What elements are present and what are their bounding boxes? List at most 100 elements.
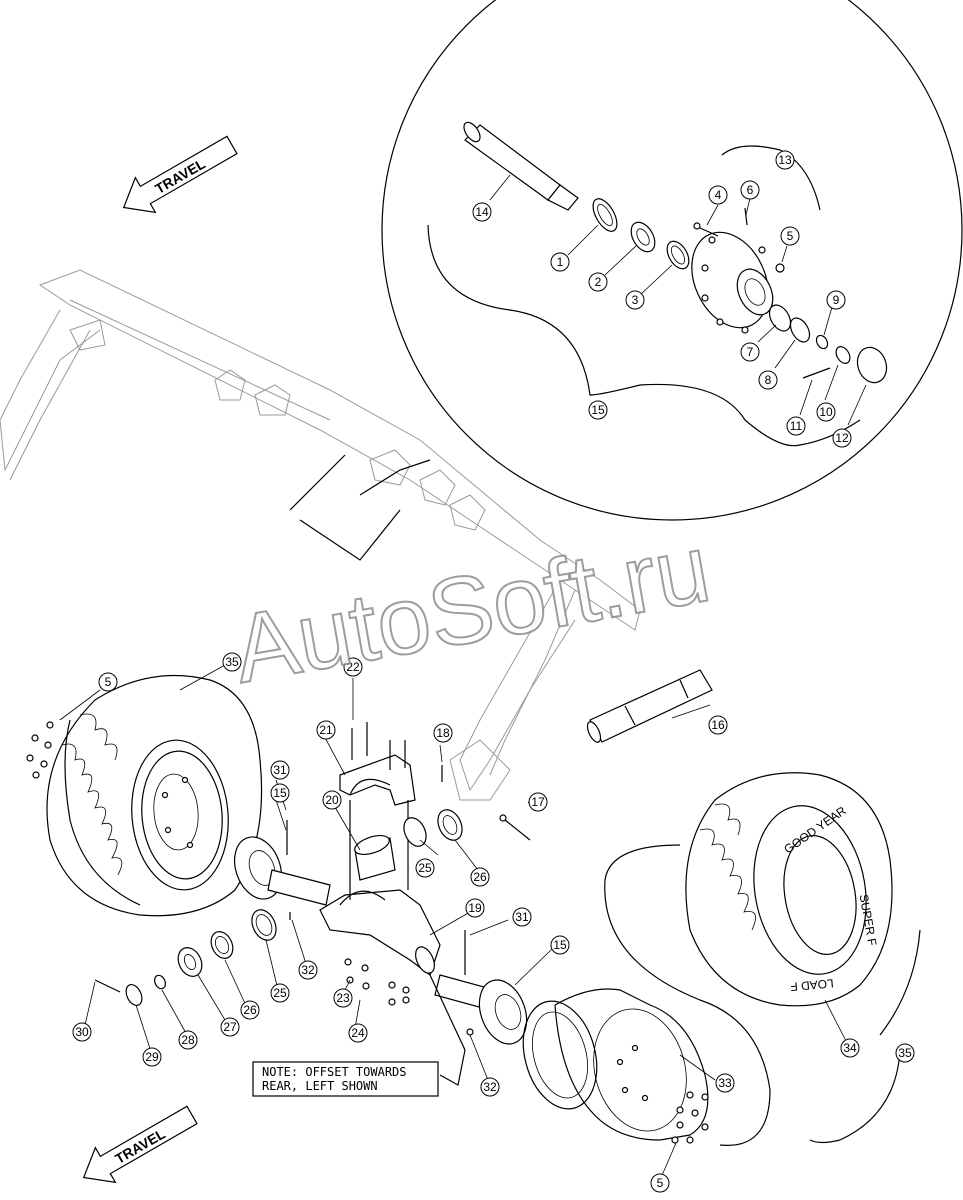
callout-bubble xyxy=(348,1023,368,1043)
watermark: AutoSoft.ru xyxy=(225,514,719,705)
callout-label: 26 xyxy=(243,1003,257,1017)
callout-bubble xyxy=(758,370,778,390)
callout-bubble xyxy=(550,252,570,272)
seal-part-1 xyxy=(592,198,618,232)
detail-view xyxy=(289,0,963,561)
callout-label: 32 xyxy=(483,1080,497,1094)
callout-bubble xyxy=(240,1000,260,1020)
callout-bubble xyxy=(816,402,836,422)
callout-label: 25 xyxy=(418,861,432,875)
bearing-part-8 xyxy=(789,317,811,343)
right-hub-rim-assembly xyxy=(434,930,709,1144)
note-line-2: REAR, LEFT SHOWN xyxy=(262,1079,378,1093)
callout-label: 11 xyxy=(790,419,803,433)
bearing-part-2 xyxy=(630,221,656,253)
callout-bubble xyxy=(895,1043,915,1063)
callout-label: 5 xyxy=(657,1176,664,1190)
callout-bubble xyxy=(512,907,532,927)
callout-label: 15 xyxy=(591,403,605,417)
callout-bubble xyxy=(650,1173,670,1193)
callout-label: 15 xyxy=(553,938,567,952)
note-line-1: NOTE: OFFSET TOWARDS xyxy=(262,1065,407,1079)
callout-bubble xyxy=(142,1047,162,1067)
callout-label: 14 xyxy=(475,205,489,219)
callout-bubble xyxy=(98,672,118,692)
hub-part-13 xyxy=(691,231,774,334)
cup-part-7 xyxy=(768,304,792,332)
callout-bubble xyxy=(588,272,608,292)
callout-label: 5 xyxy=(787,229,794,243)
callout-label: 7 xyxy=(747,345,754,359)
callout-bubble xyxy=(333,988,353,1008)
callout-label: 25 xyxy=(273,986,287,1000)
callout-label: 20 xyxy=(325,793,339,807)
callout-bubble xyxy=(625,290,645,310)
left-tire-assembly xyxy=(26,674,263,917)
callout-label: 8 xyxy=(765,373,772,387)
callout-bubble xyxy=(740,180,760,200)
callout-bubble xyxy=(472,202,492,222)
cap-part-12 xyxy=(856,346,888,384)
callout-label: 15 xyxy=(273,786,287,800)
callout-bubble xyxy=(220,1017,240,1037)
callout-label: 2 xyxy=(595,275,602,289)
callout-label: 31 xyxy=(515,910,529,924)
left-small-parts xyxy=(94,909,277,1006)
callout-bubble xyxy=(72,1022,92,1042)
callout-label: 9 xyxy=(833,293,840,307)
travel-arrow-bottom: TRAVEL xyxy=(82,1105,198,1184)
spindle-part-14 xyxy=(463,121,579,211)
callout-label: 33 xyxy=(718,1076,732,1090)
callout-bubble xyxy=(715,1073,735,1093)
callout-bubble xyxy=(708,185,728,205)
tire-load-label: LOAD F xyxy=(790,976,834,994)
callout-bubble xyxy=(840,1038,860,1058)
callout-label: 18 xyxy=(436,726,450,740)
callout-label: 24 xyxy=(351,1026,365,1040)
callout-bubble xyxy=(270,983,290,1003)
callout-bubble xyxy=(588,400,608,420)
callout-bubble xyxy=(222,652,242,672)
callout-bubble xyxy=(270,760,290,780)
callout-label: 29 xyxy=(145,1050,159,1064)
callout-bubble xyxy=(470,867,490,887)
callout-bubble xyxy=(270,783,290,803)
callout-bubble xyxy=(775,150,795,170)
callout-label: 6 xyxy=(747,183,754,197)
callout-bubble xyxy=(343,657,363,677)
callout-bubble xyxy=(786,416,806,436)
callout-bubble xyxy=(528,792,548,812)
callout-label: 1 xyxy=(557,255,564,269)
callout-label: 21 xyxy=(319,723,333,737)
callout-bubble xyxy=(316,720,336,740)
pivot-bracket-assembly xyxy=(319,722,463,1006)
callout-bubble xyxy=(415,858,435,878)
left-hub-assembly xyxy=(234,820,331,920)
callout-label: 35 xyxy=(225,655,239,669)
callout-bubble xyxy=(480,1077,500,1097)
callout-bubble xyxy=(298,960,318,980)
right-tire-assembly: GOOD YEAR SUPER F LOAD F xyxy=(604,772,921,1146)
callout-label: 31 xyxy=(273,763,287,777)
callout-bubble xyxy=(465,898,485,918)
callout-label: 32 xyxy=(301,963,315,977)
callout-label: 35 xyxy=(898,1046,912,1060)
callout-label: 4 xyxy=(715,188,722,202)
note-box: NOTE: OFFSET TOWARDS REAR, LEFT SHOWN xyxy=(252,1061,439,1097)
callout-label: 16 xyxy=(711,718,725,732)
callout-label: 3 xyxy=(632,293,639,307)
callout-label: 34 xyxy=(843,1041,857,1055)
axle-frame xyxy=(0,269,713,841)
callout-bubble xyxy=(832,428,852,448)
callout-bubble xyxy=(433,723,453,743)
callout-bubble xyxy=(322,790,342,810)
callout-label: 17 xyxy=(531,795,545,809)
callout-bubble xyxy=(178,1030,198,1050)
callout-bubble xyxy=(550,935,570,955)
callout-label: 12 xyxy=(835,431,849,445)
callout-label: 27 xyxy=(223,1020,237,1034)
callout-label: 13 xyxy=(778,153,792,167)
callout-bubble xyxy=(826,290,846,310)
